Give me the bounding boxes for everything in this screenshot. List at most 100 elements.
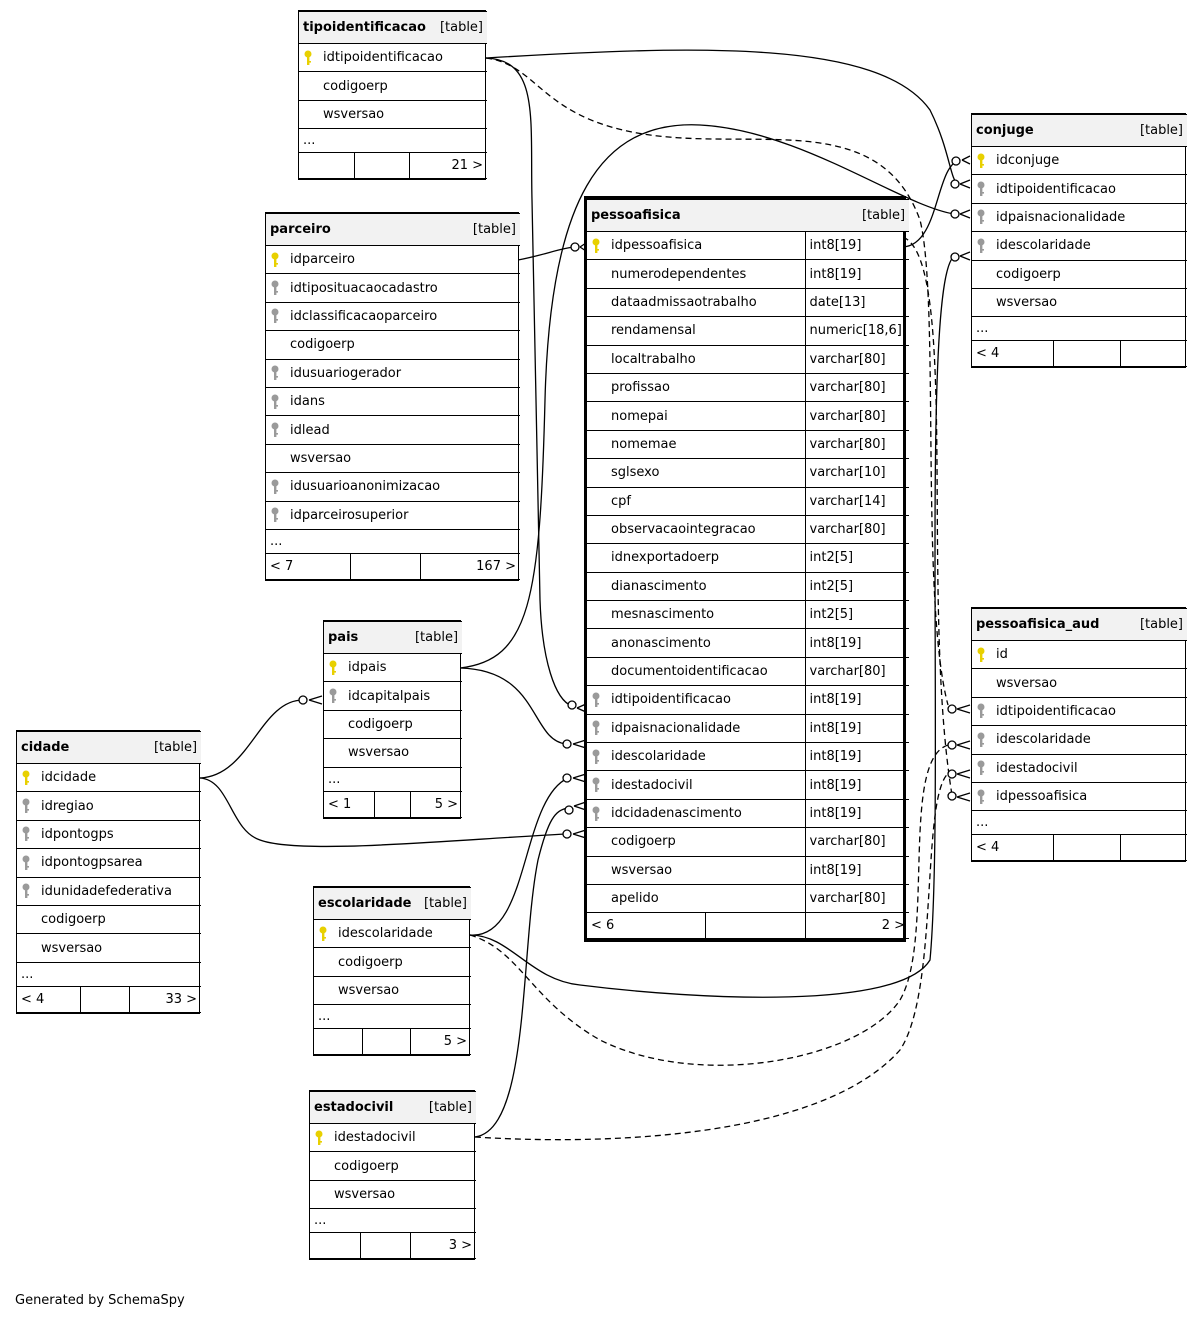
column-row[interactable]: idtipoidentificacao (299, 42, 488, 73)
column-row[interactable]: idparceirosuperior (266, 500, 520, 530)
parent-count-link[interactable] (299, 152, 355, 180)
child-count-link[interactable]: 2 > (804, 912, 910, 940)
column-row[interactable]: wsversao (314, 975, 472, 1006)
column-row[interactable]: idconjuge (972, 145, 1188, 176)
column-row[interactable]: idans (266, 386, 520, 417)
column-row[interactable]: idescolaridade (972, 231, 1188, 261)
column-row[interactable]: idpontogps (17, 819, 202, 850)
more-columns-ellipsis[interactable]: ... (17, 961, 202, 987)
column-row[interactable]: idlead (266, 415, 520, 445)
child-count-link[interactable]: 167 > (419, 552, 520, 580)
column-row[interactable]: wsversao (266, 443, 520, 474)
child-count-link[interactable]: 21 > (408, 152, 488, 180)
more-columns-ellipsis[interactable]: ... (310, 1208, 476, 1234)
parent-count-link[interactable]: < 4 (17, 985, 81, 1013)
child-count-link[interactable]: 5 > (409, 790, 463, 818)
child-count-link[interactable] (1119, 834, 1188, 862)
column-row[interactable]: idtiposituacaocadastro (266, 273, 520, 303)
parent-count-link[interactable]: < 4 (972, 340, 1054, 368)
column-row[interactable]: idtipoidentificacao (972, 696, 1188, 727)
column-row[interactable]: idparceiro (266, 244, 520, 275)
column-row[interactable]: wsversao (310, 1179, 476, 1210)
column-row[interactable]: idescolaridade (314, 918, 472, 949)
column-row[interactable]: idpais (324, 652, 463, 683)
column-row[interactable]: idclassificacaoparceiro (266, 301, 520, 332)
column-row[interactable]: codigoerp (266, 330, 520, 360)
column-row[interactable]: idcidade (17, 762, 202, 793)
column-row[interactable]: wsversao (324, 738, 463, 768)
more-columns-ellipsis[interactable]: ... (314, 1004, 472, 1030)
parent-count-link[interactable] (310, 1232, 361, 1260)
column-row[interactable]: wsversao (17, 933, 202, 963)
column-row[interactable]: id (972, 639, 1188, 670)
column-row[interactable]: codigoerp (299, 71, 488, 101)
child-count-link[interactable]: 5 > (409, 1028, 472, 1056)
column-row[interactable]: idusuarioanonimizacao (266, 472, 520, 502)
column-row[interactable]: idpaisnacionalidade (972, 202, 1188, 233)
column-row[interactable]: wsversao (299, 99, 488, 130)
column-row[interactable]: codigoerp (314, 947, 472, 977)
parent-count-link[interactable]: < 4 (972, 834, 1054, 862)
column-row[interactable]: idusuariogerador (266, 358, 520, 388)
column-row[interactable]: wsversao (972, 287, 1188, 318)
parent-count-link[interactable]: < 1 (324, 790, 375, 818)
column-row[interactable]: codigoerp (324, 709, 463, 740)
parent-count-link[interactable]: < 6 (587, 912, 706, 940)
column-row[interactable]: idestadocivil (972, 753, 1188, 783)
child-count-link[interactable] (1119, 340, 1188, 368)
column-row[interactable]: wsversao (972, 668, 1188, 698)
more-columns-ellipsis[interactable]: ... (266, 528, 520, 554)
column-row[interactable]: idregiao (17, 791, 202, 821)
more-columns-ellipsis[interactable]: ... (299, 128, 488, 154)
child-count-link[interactable]: 3 > (409, 1232, 476, 1260)
more-columns-ellipsis[interactable]: ... (972, 810, 1188, 836)
column-row[interactable]: idestadocivil (310, 1122, 476, 1153)
parent-count-link[interactable] (314, 1028, 363, 1056)
column-row[interactable]: idpessoafisica (972, 781, 1188, 812)
column-row[interactable]: idescolaridade (972, 725, 1188, 755)
column-row[interactable]: idcapitalpais (324, 681, 463, 711)
more-columns-ellipsis[interactable]: ... (972, 316, 1188, 342)
child-count-link[interactable]: 33 > (128, 985, 202, 1013)
column-row[interactable]: codigoerp (17, 904, 202, 935)
column-row[interactable]: codigoerp (310, 1151, 476, 1181)
column-row[interactable]: idtipoidentificacao (972, 174, 1188, 204)
column-row[interactable]: idpontogpsarea (17, 848, 202, 878)
parent-count-link[interactable]: < 7 (266, 552, 351, 580)
more-columns-ellipsis[interactable]: ... (324, 766, 463, 792)
column-row[interactable]: idunidadefederativa (17, 876, 202, 906)
